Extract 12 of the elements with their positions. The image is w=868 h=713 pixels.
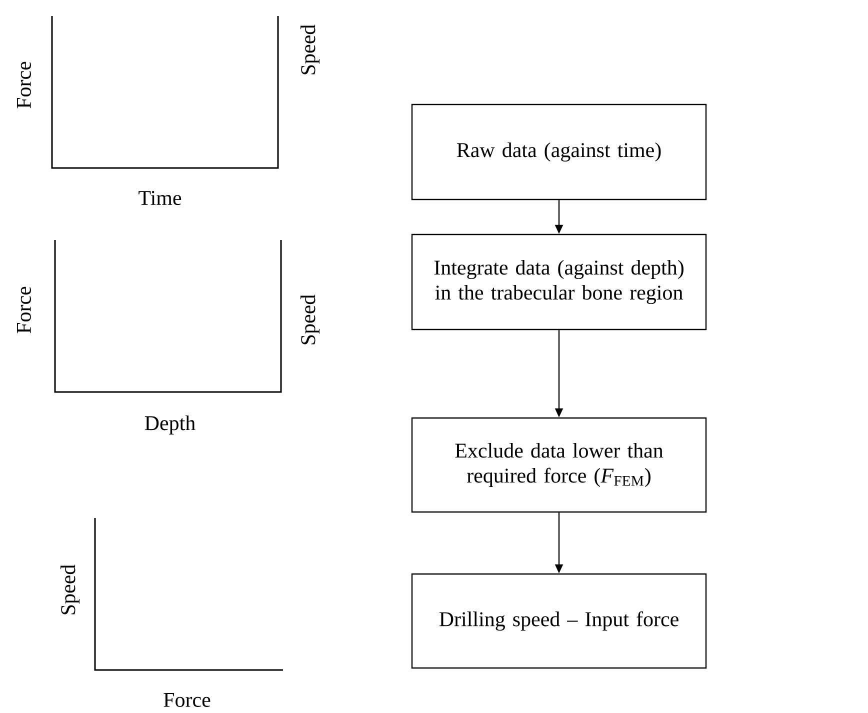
process-box: Raw data (against time) [411, 104, 707, 200]
axis-label: Speed [300, 24, 320, 74]
axis-label: Force [164, 693, 210, 707]
axis-label: Depth [144, 415, 196, 435]
axis-label: Time [138, 190, 182, 206]
axis-label: Force [17, 286, 31, 334]
process-box: Integrate data (against depth) in the trabecular bone region [411, 234, 707, 330]
axis-label: Force [17, 62, 31, 108]
process-box: Exclude data lower than required force (F$_{FEM}$) [411, 417, 707, 513]
axis-label: Speed [60, 564, 80, 614]
process-box: Drilling speed – Input force [411, 573, 707, 669]
axis-label: Speed [300, 294, 320, 344]
